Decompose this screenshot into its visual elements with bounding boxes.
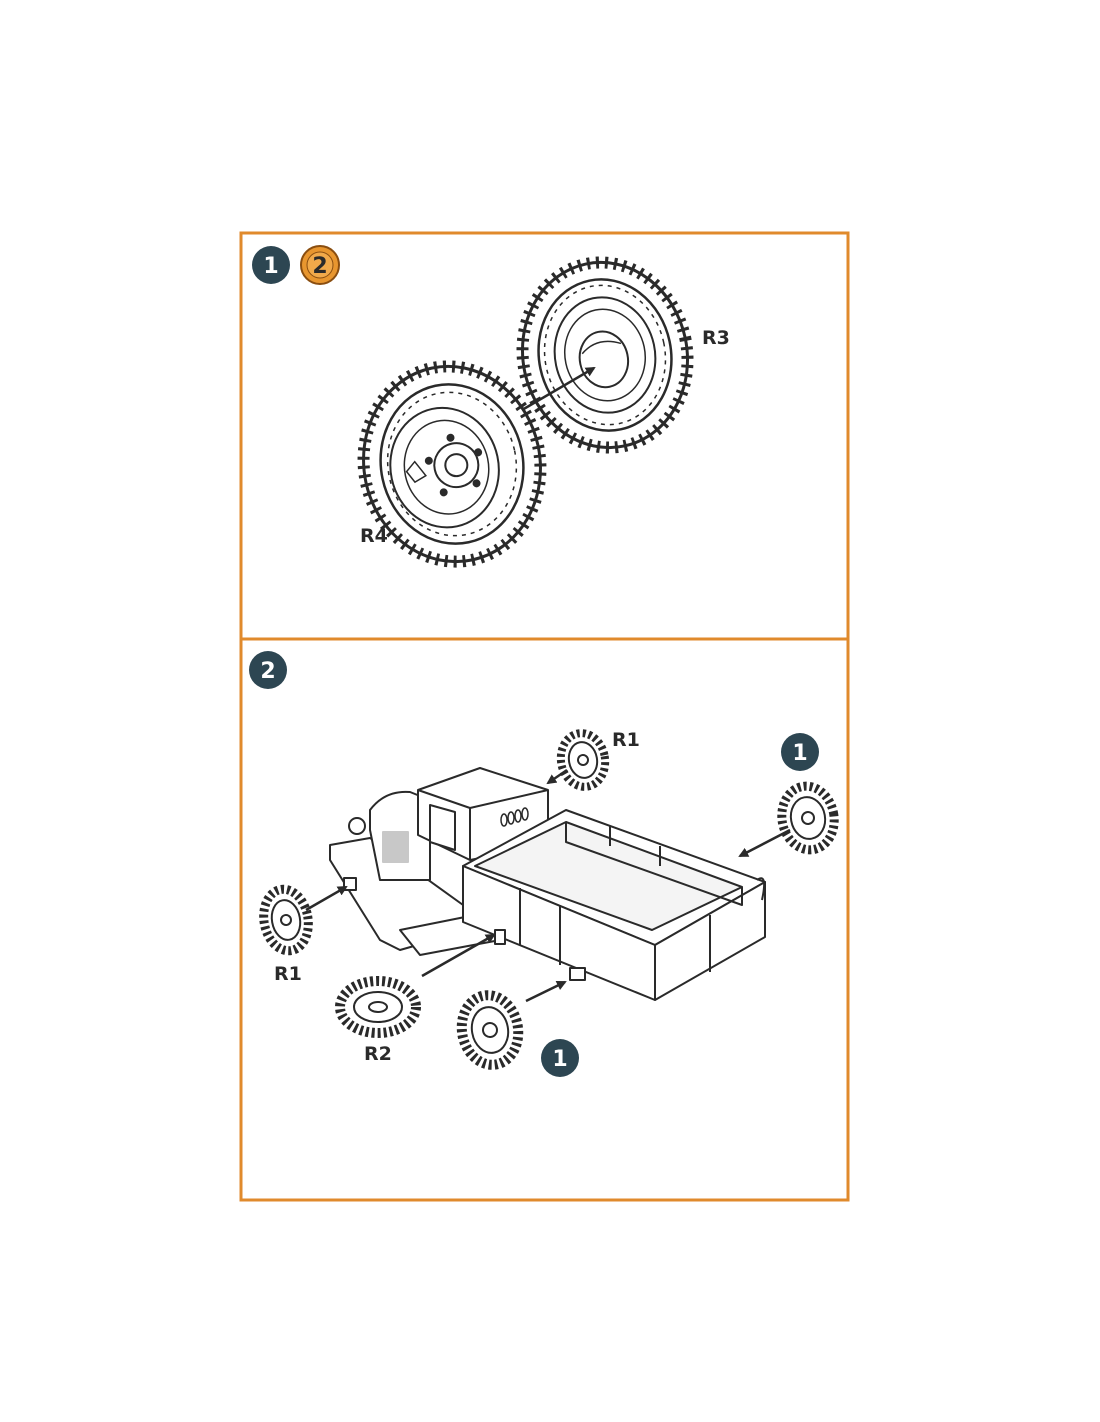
svg-text:2: 2	[312, 254, 327, 279]
ref-badge-bottom: 1	[541, 1039, 579, 1077]
step-2-frame	[239, 637, 850, 1202]
label-r1-top: R1	[612, 729, 640, 751]
label-r1-left: R1	[274, 963, 302, 985]
svg-text:2: 2	[260, 659, 275, 684]
arrow-rear-left	[525, 980, 567, 1003]
label-r2: R2	[364, 1043, 392, 1065]
wheel-r2-drawing	[335, 976, 421, 1038]
svg-text:1: 1	[263, 254, 278, 279]
step-1-sub-badge: 2	[300, 245, 340, 285]
wheel-rear-right-drawing	[777, 781, 839, 855]
svg-text:1: 1	[552, 1047, 567, 1072]
wheel-r1-top-drawing	[556, 729, 610, 791]
ref-badge-top-right: 1	[781, 733, 819, 771]
step-2-badge: 2	[249, 651, 287, 689]
wheel-r3-drawing	[516, 256, 694, 454]
arrow-rear-right	[738, 828, 791, 858]
wheel-rear-left-drawing	[456, 990, 524, 1070]
arrow-r2	[421, 933, 496, 978]
step-1-badge: 1	[252, 246, 290, 284]
assembly-arrow-r3-r4	[521, 366, 596, 412]
truck-drawing	[329, 767, 766, 1001]
wheel-r1-left-drawing	[259, 884, 313, 956]
arrow-r1-left	[305, 885, 348, 912]
wheel-r4-drawing	[357, 360, 547, 568]
label-r4: R4	[360, 525, 388, 547]
svg-text:1: 1	[792, 741, 807, 766]
label-r3: R3	[702, 327, 730, 349]
arrow-r1-top	[546, 768, 568, 785]
